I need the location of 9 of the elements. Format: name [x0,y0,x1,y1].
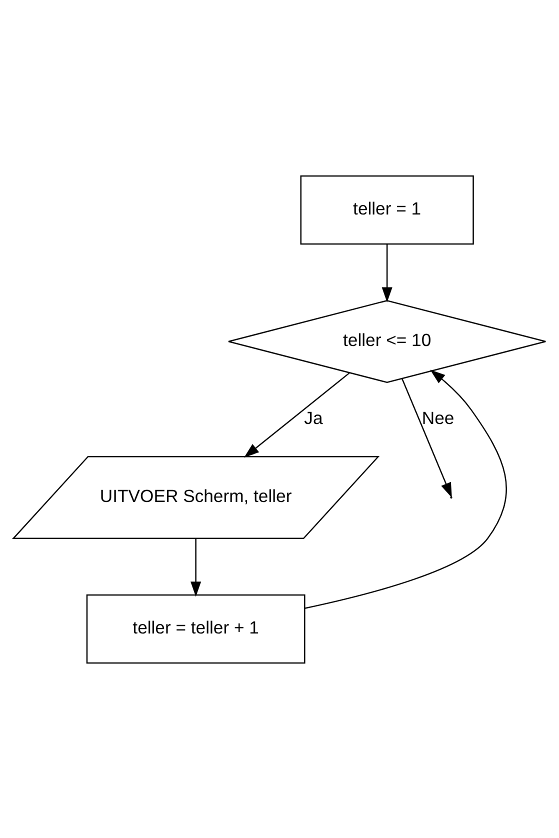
node-box: teller = 1 [300,174,474,244]
edge-label: Nee [422,408,454,428]
arrow [304,369,507,608]
arrow [382,244,392,302]
edge-label: Ja [304,408,323,428]
node-box: teller = teller + 1 [86,594,306,664]
arrow [402,378,452,498]
arrow [190,538,202,596]
arrow [244,372,350,458]
